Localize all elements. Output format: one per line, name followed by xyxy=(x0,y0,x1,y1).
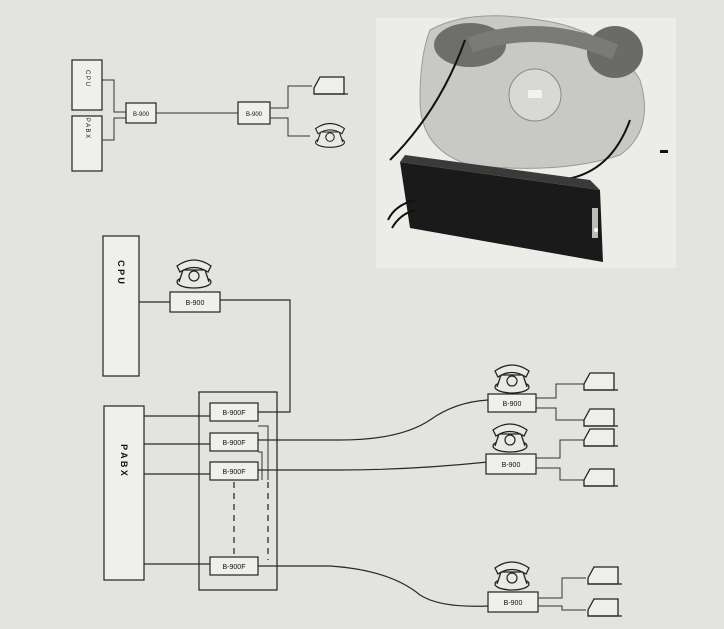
rack-modem-1-label: B-900F xyxy=(223,410,246,417)
rack-modem-2: B-900F xyxy=(210,433,258,451)
remote-3-telephone-icon xyxy=(495,562,529,590)
remote-modem-1-label: B-900 xyxy=(503,401,522,408)
remote-modem-2-label: B-900 xyxy=(502,462,521,469)
top-terminal-icon xyxy=(314,77,348,94)
remote-modem-3-label: B-900 xyxy=(504,600,523,607)
remote-station-1: B-900 xyxy=(488,365,618,426)
rack-modem-3-label: B-900F xyxy=(223,469,246,476)
cpu-label: C P U xyxy=(116,260,126,284)
cpu-telephone-icon xyxy=(177,260,211,288)
remote-3-terminal-a-icon xyxy=(588,567,622,584)
cpu-modem-label: B-900 xyxy=(186,300,205,307)
top-pabx-label: P A B X xyxy=(84,118,90,138)
pabx-label: P A B X xyxy=(119,444,129,476)
product-photo xyxy=(376,16,676,268)
remote-1-terminal-a-icon xyxy=(584,373,618,390)
cpu-box xyxy=(103,236,139,376)
top-modem-right-label: B-900 xyxy=(246,112,263,118)
remote-station-3: B-900 xyxy=(488,562,622,616)
remote-station-2: B-900 xyxy=(486,424,618,486)
rack-modem-4-label: B-900F xyxy=(223,564,246,571)
remote-2-terminal-a-icon xyxy=(584,429,618,446)
top-cpu-label: C P U xyxy=(84,70,90,86)
top-modem-left-label: B-900 xyxy=(133,112,150,118)
remote-1-terminal-b-icon xyxy=(584,409,618,426)
remote-2-terminal-b-icon xyxy=(584,469,618,486)
top-diagram: C P U P A B X B-900 B-900 xyxy=(72,60,348,171)
rack-modem-4: B-900F xyxy=(210,557,258,575)
rack-modem-3: B-900F xyxy=(210,462,258,480)
pabx-box xyxy=(104,406,144,580)
bottom-diagram: C P U B-900 P A B X B-900F B-900F B-900F… xyxy=(103,236,622,616)
remote-1-telephone-icon xyxy=(495,365,529,393)
top-telephone-icon xyxy=(316,124,345,148)
rack-modem-1: B-900F xyxy=(210,403,258,421)
remote-2-telephone-icon xyxy=(493,424,527,452)
remote-3-terminal-b-icon xyxy=(588,599,622,616)
rack-modem-2-label: B-900F xyxy=(223,440,246,447)
